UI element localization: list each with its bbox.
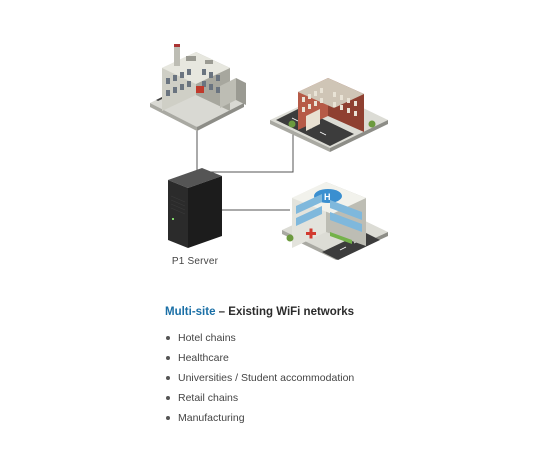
- heading-accent: Multi-site: [165, 306, 216, 318]
- list-item-label: Universities / Student accommodation: [178, 372, 355, 384]
- feature-list: Hotel chains Healthcare Universities / S…: [165, 331, 354, 431]
- link-hotel-server: [197, 128, 294, 173]
- list-item: Hotel chains: [165, 331, 354, 351]
- list-item: Manufacturing: [165, 411, 354, 431]
- list-item: Retail chains: [165, 391, 354, 411]
- server-icon: [168, 168, 222, 248]
- server-label: P1 Server: [171, 256, 219, 267]
- bullet-icon: [166, 396, 170, 400]
- list-item: Universities / Student accommodation: [165, 371, 354, 391]
- list-item-label: Manufacturing: [178, 412, 245, 424]
- hotel-building-icon: [270, 78, 388, 152]
- list-item-label: Retail chains: [178, 392, 239, 404]
- bullet-icon: [166, 376, 170, 380]
- hospital-building-icon: H: [282, 182, 388, 260]
- list-item: Healthcare: [165, 351, 354, 371]
- list-item-label: Hotel chains: [178, 332, 236, 344]
- bullet-icon: [166, 416, 170, 420]
- factory-building-icon: [150, 44, 246, 131]
- bullet-icon: [166, 356, 170, 360]
- bullet-icon: [166, 336, 170, 340]
- list-item-label: Healthcare: [178, 352, 229, 364]
- section-heading: Multi-site – Existing WiFi networks: [165, 306, 354, 318]
- heading-rest: – Existing WiFi networks: [215, 306, 355, 318]
- svg-text:H: H: [324, 192, 331, 202]
